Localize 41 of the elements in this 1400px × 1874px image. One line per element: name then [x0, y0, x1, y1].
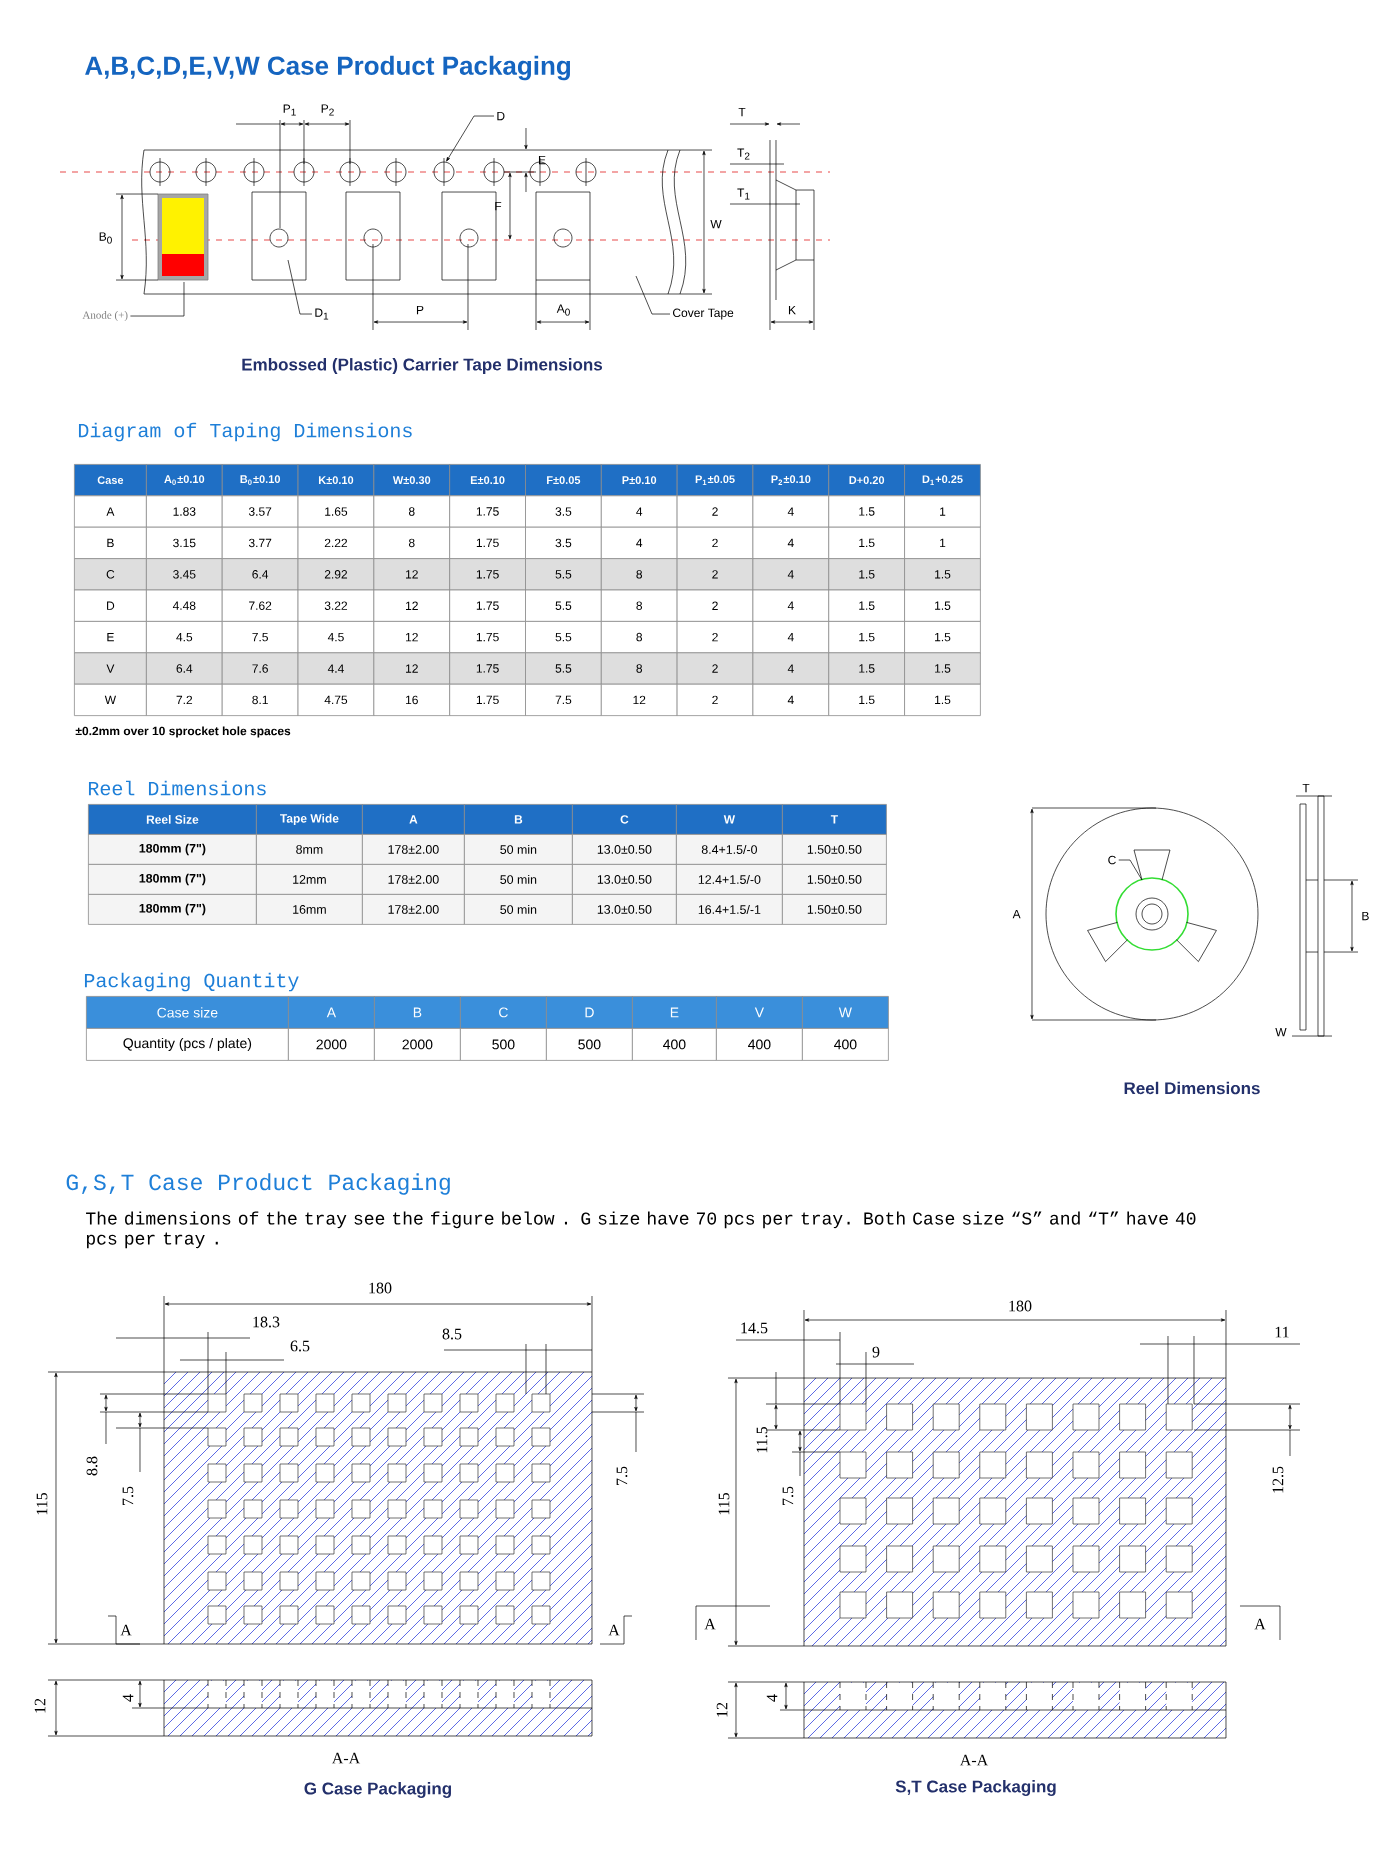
dimension-label: 9 — [872, 1346, 880, 1358]
leader-line — [635, 275, 671, 315]
figure-caption: Embossed (Plastic) Carrier Tape Dimensions — [242, 358, 603, 374]
page-title: A,B,C,D,E,V,W Case Product Packaging — [85, 55, 570, 81]
dimension-label: 115 — [718, 1492, 730, 1515]
dimension-label: 12 — [34, 1698, 46, 1713]
dimension-label: A-A — [331, 1752, 361, 1764]
leader-line — [1118, 859, 1143, 881]
dimension-label: 7.5 — [616, 1466, 628, 1485]
dimension-label: 14.5 — [741, 1322, 768, 1334]
figure-caption: G Case Packaging — [304, 1782, 451, 1798]
dimension-label: A — [608, 1624, 620, 1636]
dimension-label: 115 — [36, 1492, 48, 1515]
dimension-label: 180 — [369, 1282, 392, 1294]
section-heading: Packaging Quantity — [84, 972, 299, 992]
figure-caption: S,T Case Packaging — [895, 1780, 1056, 1796]
dimension-label: 11.5 — [756, 1426, 768, 1453]
leader-line — [446, 115, 495, 162]
dimension-label: 7.5 — [122, 1486, 134, 1505]
dimension-label: A — [120, 1624, 132, 1636]
dimension-label: 6.5 — [290, 1340, 310, 1352]
section-heading: G,S,T Case Product Packaging — [66, 1173, 450, 1195]
figure-caption: Reel Dimensions — [1124, 1081, 1260, 1095]
section-heading: Reel Dimensions — [88, 780, 266, 796]
dimension-label: 180 — [1009, 1300, 1032, 1312]
leader-line — [130, 281, 185, 317]
dimension-label: 18.3 — [253, 1316, 280, 1328]
dimension-label: 12 — [716, 1702, 728, 1717]
paragraph: The dimensions of the tray see the figure below . G size have 70 pcs per tray. Both Case size “S” and “T” have 40 pcs per tray . — [86, 1211, 1196, 1249]
dimension-label: 4 — [122, 1694, 134, 1702]
dimension-label: A — [704, 1618, 716, 1630]
dimension-label: 12.5 — [1272, 1466, 1284, 1493]
dimension-label: 8.5 — [442, 1328, 462, 1340]
dimension-label: A-A — [959, 1754, 989, 1766]
dimension-label: A — [1254, 1618, 1266, 1630]
leader-line — [287, 259, 313, 315]
dimension-label: 11 — [1275, 1326, 1289, 1338]
dimension-label: 4 — [766, 1694, 778, 1702]
dimension-label: 7.5 — [782, 1486, 794, 1505]
section-heading: Diagram of Taping Dimensions — [78, 422, 412, 442]
dimension-label: 8.8 — [86, 1456, 98, 1476]
